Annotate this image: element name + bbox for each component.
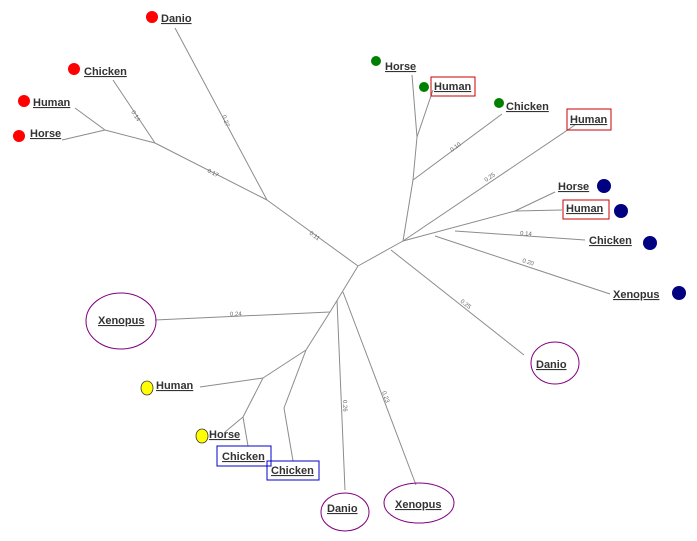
leaf-label-circled-xenopus-bottom: Xenopus	[395, 499, 441, 511]
branch-length-red-chicken: 0.14	[129, 110, 141, 124]
red-box-green-human	[430, 76, 476, 97]
red-marker-horse	[13, 130, 25, 142]
branch-chicken-b	[283, 407, 294, 462]
branch-length-xenopus-bottom: 0.23	[380, 391, 390, 405]
ellipse-xenopus-bottom	[383, 482, 455, 524]
leaf-label-green-human: Human	[434, 81, 472, 93]
branch-red-danio	[174, 27, 268, 201]
yellow-marker-human	[140, 380, 154, 396]
ellipse-danio-right	[530, 341, 580, 385]
leaf-label-navy-chicken: Chicken	[589, 235, 632, 247]
leaf-label-red-chicken: Chicken	[84, 66, 127, 78]
branch-boxed-human	[402, 124, 576, 242]
branch-xenopus-left	[154, 311, 331, 321]
red-clade: Danio Chicken Human Horse	[13, 11, 192, 142]
branch-red-human	[74, 107, 106, 131]
leaf-label-boxed-chicken-b: Chicken	[271, 465, 314, 477]
branch-length-boxed-human: 0.25	[484, 172, 498, 184]
blue-box-chicken-a	[216, 445, 272, 467]
branch-length-green-chicken: 0.10	[450, 141, 463, 153]
navy-marker-human	[614, 204, 628, 218]
branch-green-horse	[411, 74, 418, 138]
branch-length-xenopus-left: 0.24	[230, 312, 243, 318]
leaf-label-red-human: Human	[33, 97, 71, 109]
yellow-marker-horse	[195, 428, 209, 444]
branch-length-red-danio: 0.27	[220, 115, 230, 129]
navy-clade: Horse Human Chicken Xenopus	[558, 179, 686, 301]
branch-red-stem	[154, 142, 268, 201]
navy-marker-chicken	[643, 236, 657, 250]
leaf-label-red-danio: Danio	[161, 13, 192, 25]
red-box-navy-human	[562, 199, 610, 220]
circled-taxa: Danio Xenopus Danio Xenopus	[85, 292, 580, 532]
branch-yellow-human	[199, 377, 264, 388]
leaf-label-navy-human: Human	[566, 203, 604, 215]
branch-lower-hub	[305, 311, 331, 351]
leaf-label-boxed-chicken-a: Chicken	[222, 451, 265, 463]
green-marker-chicken	[494, 98, 504, 108]
branch-root-lower-left	[329, 265, 359, 313]
branch-length-red-stem: 0.11	[308, 231, 321, 243]
leaf-label-circled-danio-right: Danio	[536, 359, 567, 371]
leaf-label-red-horse: Horse	[30, 128, 61, 140]
branch-green-inner	[412, 136, 418, 181]
red-marker-chicken	[68, 63, 80, 75]
branch-xenopus-bottom	[342, 291, 417, 486]
ellipse-danio-bottom	[320, 492, 370, 532]
yellow-clade: Human Horse	[140, 380, 240, 444]
branch-navy-horse	[514, 191, 556, 212]
branch-length-red-clade: 0.17	[206, 168, 220, 179]
leaf-label-navy-horse: Horse	[558, 181, 589, 193]
branch-green-human	[416, 89, 434, 138]
leaf-label-circled-xenopus-left: Xenopus	[98, 315, 144, 327]
leaf-label-navy-xenopus: Xenopus	[613, 289, 659, 301]
red-marker-danio	[146, 11, 158, 23]
branch-danio-bottom	[336, 299, 346, 491]
leaf-label-green-horse: Horse	[385, 61, 416, 73]
red-box-human-upper-right	[566, 108, 612, 131]
boxed-chickens: Chicken Chicken	[216, 445, 320, 481]
branch-chicken-b-stem	[283, 349, 307, 409]
branch-yellow-horse	[224, 416, 244, 433]
branch-length-navy-chicken: 0.14	[520, 231, 533, 238]
navy-marker-xenopus	[672, 286, 686, 300]
branch-length-labels: 0.27 0.14 0.17 0.11 0.10 0.25 0.14 0.20 …	[129, 110, 535, 413]
branch-lower-inner	[262, 349, 307, 379]
leaf-label-boxed-human: Human	[570, 114, 608, 126]
branch-green-stem	[402, 179, 414, 242]
branch-yellow-inner	[242, 377, 264, 418]
branch-root-upper-right	[357, 240, 404, 267]
branch-navy-chicken	[454, 230, 586, 241]
branch-red-horse	[61, 129, 106, 141]
blue-box-chicken-b	[266, 460, 320, 481]
branch-chicken-a	[242, 416, 249, 447]
leaf-label-green-chicken: Chicken	[506, 101, 549, 113]
navy-marker-horse	[597, 179, 611, 193]
branch-green-chicken	[412, 113, 503, 181]
green-clade: Horse Human Chicken	[371, 56, 549, 113]
green-marker-horse	[371, 56, 381, 66]
ellipse-xenopus-left	[85, 292, 157, 350]
branch-navy-stem	[402, 210, 516, 242]
tree-branches	[61, 27, 611, 491]
green-marker-human	[419, 82, 429, 92]
branch-red-chicken	[112, 79, 156, 144]
leaf-label-yellow-horse: Horse	[209, 429, 240, 441]
boxed-human-group: Human	[566, 108, 612, 131]
branch-navy-human	[514, 209, 563, 212]
branch-navy-xenopus	[434, 235, 611, 295]
red-marker-human	[18, 95, 30, 107]
branch-root-danio-right	[390, 249, 525, 356]
branch-length-navy-xenopus: 0.20	[521, 258, 535, 268]
branch-root-upper-left	[266, 199, 359, 267]
leaf-label-circled-danio-bottom: Danio	[327, 503, 358, 515]
leaf-label-yellow-human: Human	[156, 380, 194, 392]
branch-red-inner	[104, 129, 156, 144]
branch-length-danio-bottom: 0.26	[341, 400, 347, 413]
